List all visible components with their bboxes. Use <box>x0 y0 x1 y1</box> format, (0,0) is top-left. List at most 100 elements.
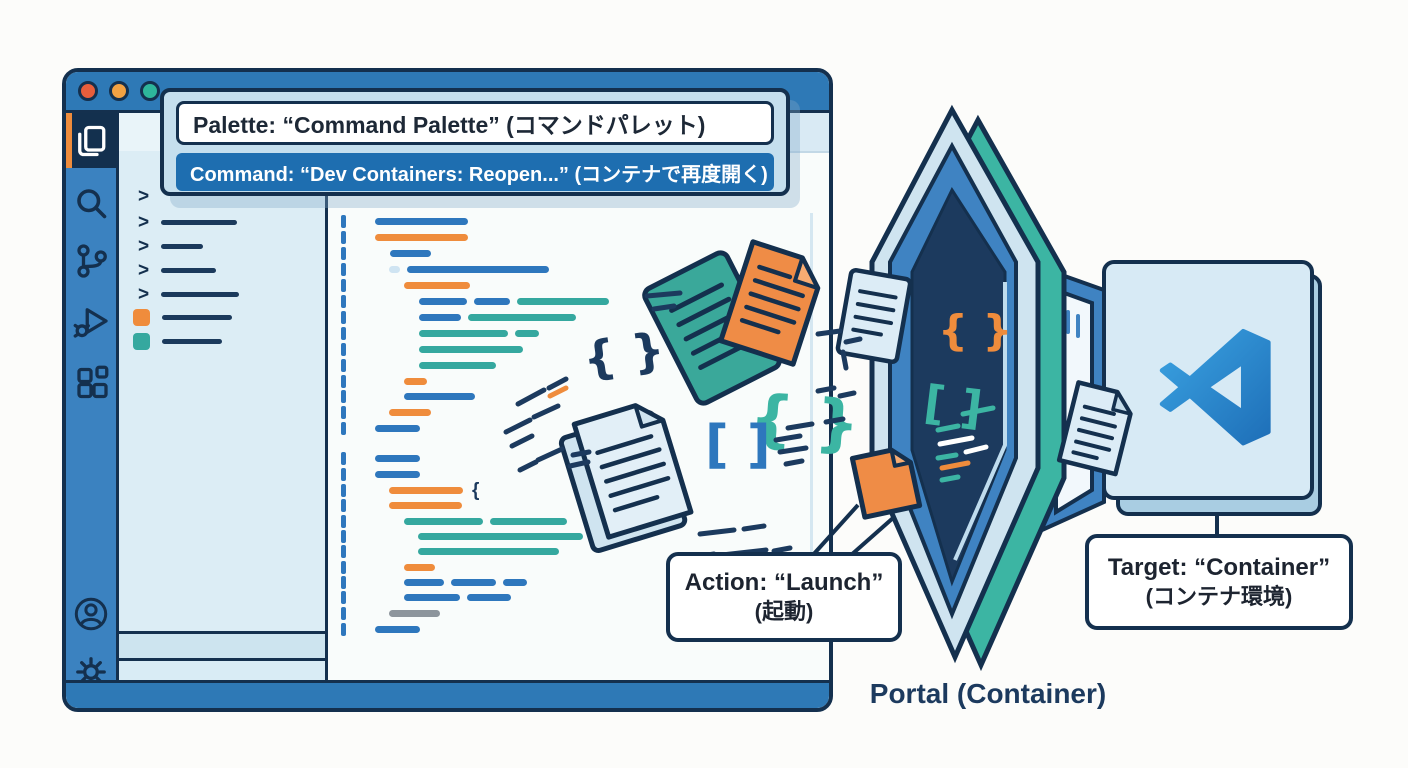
gutter-tick <box>341 452 346 465</box>
tree-item[interactable] <box>119 307 325 327</box>
code-line <box>404 564 435 571</box>
gutter-tick <box>341 545 346 558</box>
code-segment <box>375 471 420 478</box>
action-callout-line2: (起動) <box>754 599 814 625</box>
target-callout: Target: “Container” (コンテナ環境) <box>1085 534 1353 630</box>
code-line <box>375 455 420 462</box>
code-segment <box>467 594 511 601</box>
gutter-tick <box>341 515 346 528</box>
tree-item[interactable]: > <box>119 186 325 206</box>
code-segment <box>404 518 483 525</box>
interior-code-dashes <box>935 405 996 483</box>
portal-door <box>1040 265 1106 534</box>
tree-item-label-bar <box>161 219 238 225</box>
portal-label: Portal (Container) <box>869 678 1107 709</box>
search-icon[interactable] <box>73 185 109 221</box>
chevron-right-icon: > <box>138 259 150 281</box>
tree-item[interactable]: > <box>119 236 325 256</box>
gutter-tick <box>341 607 346 620</box>
gutter-tick <box>341 422 346 435</box>
code-line <box>389 610 440 617</box>
code-line <box>389 409 431 416</box>
code-segment <box>468 314 576 321</box>
extensions-icon[interactable] <box>73 365 109 401</box>
gutter-tick <box>341 247 346 260</box>
account-icon[interactable] <box>73 596 109 632</box>
source-control-icon[interactable] <box>73 243 109 279</box>
editor-scrollbar <box>810 213 813 613</box>
status-bar <box>66 680 829 708</box>
palette-input[interactable]: Palette: “Command Palette” (コマンドパレット) <box>176 101 774 145</box>
code-segment <box>419 298 467 305</box>
code-segment <box>404 579 444 586</box>
code-line <box>375 626 420 633</box>
palette-command-item[interactable]: Command: “Dev Containers: Reopen...” (コン… <box>176 153 774 191</box>
tree-item-label-bar <box>162 338 222 344</box>
tree-item-label-bar <box>161 267 217 273</box>
code-segment <box>404 378 427 385</box>
gutter-tick <box>341 343 346 356</box>
traffic-light-close-button[interactable] <box>78 81 98 101</box>
traffic-light-minimize-button[interactable] <box>109 81 129 101</box>
code-segment <box>375 425 420 432</box>
code-segment <box>515 330 539 337</box>
code-line <box>404 518 567 525</box>
files-icon <box>78 125 106 157</box>
gutter-tick <box>341 295 346 308</box>
code-segment <box>418 533 583 540</box>
run-debug-icon[interactable] <box>73 303 109 339</box>
code-line <box>390 250 431 257</box>
command-palette: Palette: “Command Palette” (コマンドパレット) Co… <box>160 88 790 196</box>
code-segment <box>517 298 609 305</box>
target-callout-line2: (コンテナ環境) <box>1145 584 1293 610</box>
gutter-tick <box>341 263 346 276</box>
tree-item[interactable]: > <box>119 260 325 280</box>
code-line <box>389 266 549 273</box>
code-line <box>389 502 462 509</box>
code-segment <box>389 266 400 273</box>
code-line <box>419 362 496 369</box>
tree-item-label-bar <box>161 291 240 297</box>
gutter-tick <box>341 499 346 512</box>
interior-brace-symbol: { } <box>938 306 1012 355</box>
gutter-tick <box>341 327 346 340</box>
palette-input-text: Palette: “Command Palette” (コマンドパレット) <box>193 112 706 138</box>
code-segment <box>389 487 463 494</box>
gutter-tick <box>341 623 346 636</box>
gutter-tick <box>341 215 346 228</box>
gutter-tick <box>341 591 346 604</box>
gutter-tick <box>341 359 346 372</box>
portal-bevel <box>888 141 1018 620</box>
code-line <box>419 346 523 353</box>
portal-interior <box>910 186 1007 587</box>
activity-item-explorer[interactable] <box>66 113 116 168</box>
chevron-right-icon: > <box>138 185 150 207</box>
code-segment <box>418 548 559 555</box>
gutter-tick <box>341 530 346 543</box>
code-line <box>418 533 583 540</box>
code-segment <box>419 346 523 353</box>
traffic-light-zoom-button[interactable] <box>140 81 160 101</box>
active-item-accent <box>66 113 72 168</box>
chevron-right-icon: > <box>138 235 150 257</box>
code-line <box>419 330 539 337</box>
vscode-logo <box>1159 328 1271 446</box>
code-segment <box>389 610 440 617</box>
tree-item[interactable]: > <box>119 284 325 304</box>
gutter-tick <box>341 468 346 481</box>
orange-file-icon <box>849 447 923 520</box>
code-segment <box>474 298 510 305</box>
tree-item-label-bar <box>162 314 232 320</box>
code-line <box>375 471 420 478</box>
target-callout-line1: Target: “Container” <box>1107 554 1331 582</box>
code-line <box>419 298 609 305</box>
small-document-icon <box>835 267 913 365</box>
explorer-sidebar: >>>>> <box>119 113 328 683</box>
tree-item[interactable] <box>119 331 325 351</box>
code-line <box>404 282 470 289</box>
tree-item[interactable]: > <box>119 212 325 232</box>
code-segment <box>503 579 527 586</box>
tree-item-label-bar <box>161 243 204 249</box>
code-segment <box>404 594 460 601</box>
code-segment <box>404 564 435 571</box>
